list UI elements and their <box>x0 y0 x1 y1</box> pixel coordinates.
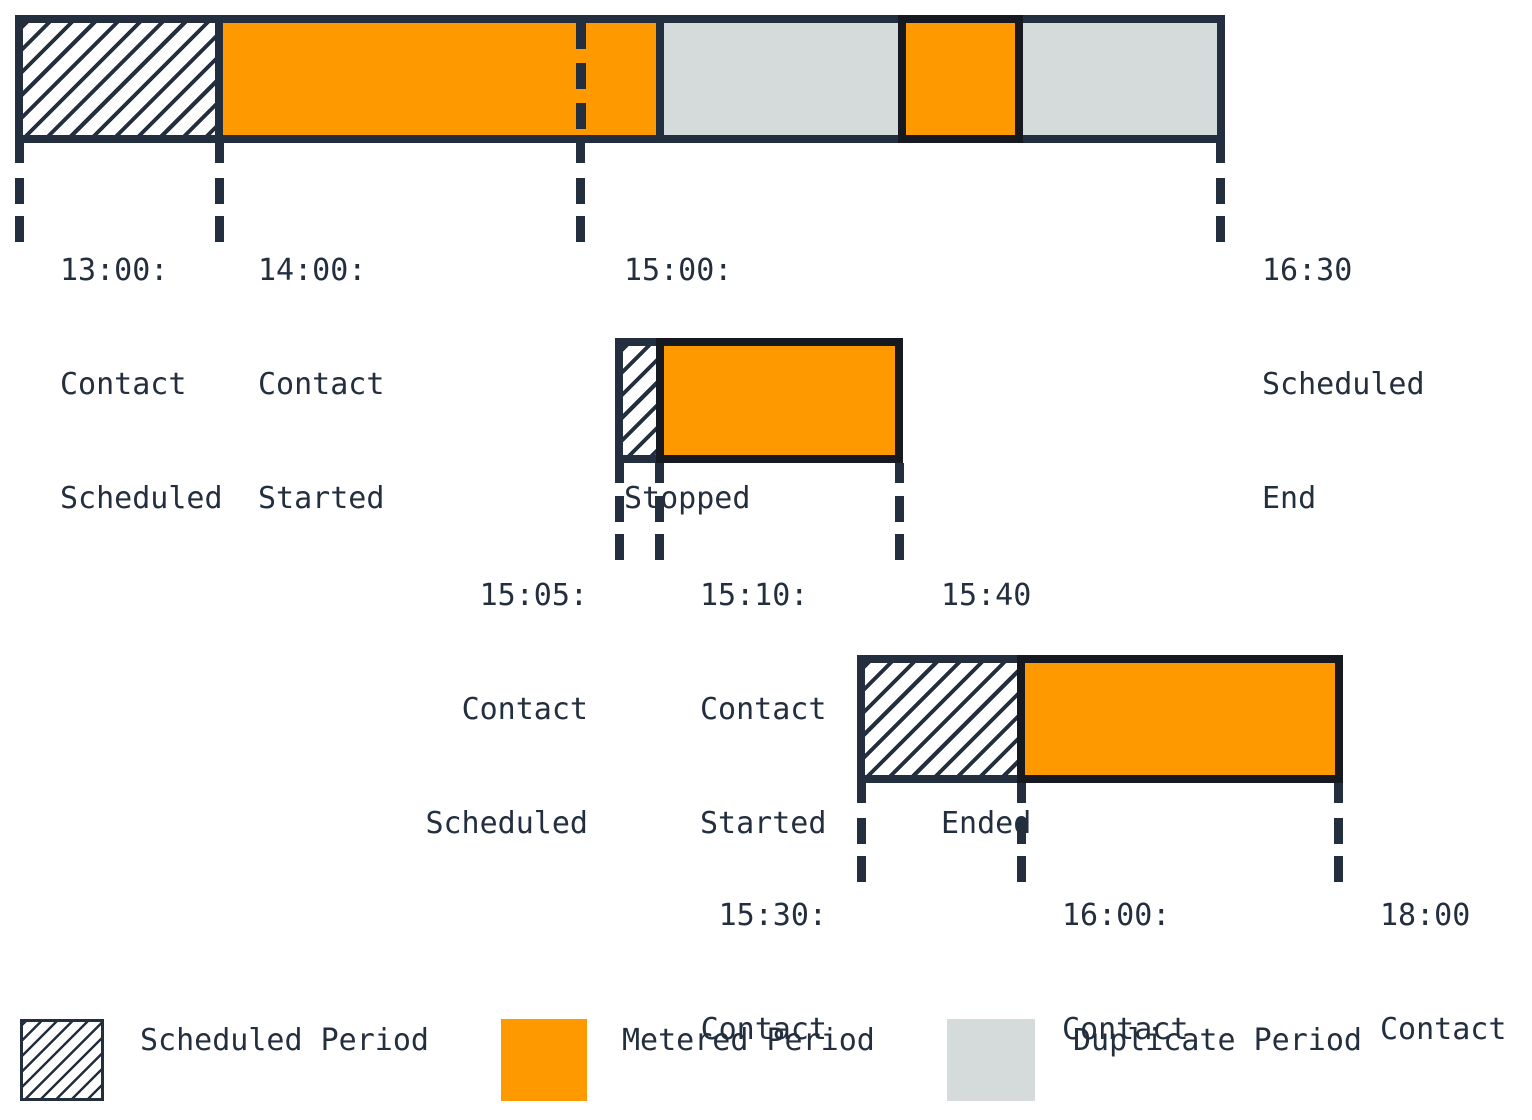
timeline1-tick-15-00 <box>576 143 585 163</box>
timeline3-tick-16-00 <box>1017 783 1026 803</box>
event-text: Started <box>700 806 827 841</box>
legend-scheduled-swatch <box>20 1019 104 1101</box>
event-time: 15:30: <box>718 898 827 933</box>
event-time: 15:10: <box>700 578 809 613</box>
timeline2-metered-box <box>656 338 903 463</box>
event-time: 15:40 <box>941 578 1032 613</box>
event-text: Contact <box>700 692 827 727</box>
timeline2-dashed-tick-15-40 <box>895 496 904 562</box>
timeline1-contact-stopped-dashed-line <box>576 23 586 135</box>
timeline2-dashed-tick-15-05 <box>615 496 624 562</box>
event-text: Ended <box>941 806 1032 841</box>
event-text: Contact <box>258 367 385 402</box>
timeline3-dashed-tick-16-00 <box>1017 818 1026 884</box>
legend-metered-label: Metered Period <box>622 1023 875 1058</box>
timeline1-divider-14-00 <box>215 23 223 135</box>
timeline2-tick-15-40 <box>895 463 904 483</box>
timeline2-label-contact-started: 15:10: Contact Started <box>700 501 826 919</box>
timeline1-tick-13-00 <box>15 143 24 163</box>
event-time: 16:00: <box>1062 898 1171 933</box>
timeline3-metered-box <box>1017 655 1343 783</box>
event-time: 18:00 <box>1380 898 1471 933</box>
timeline3-label-contact-scheduled: 15:30: Contact Scheduled <box>577 821 827 1120</box>
timeline1-tick-16-30 <box>1216 143 1225 163</box>
timeline1-label-scheduled-end: 16:30 Scheduled End <box>1262 176 1425 594</box>
timeline1-divider-metered-duplicate <box>656 23 664 135</box>
timeline2-label-contact-scheduled: 15:05: Contact Scheduled <box>338 501 588 919</box>
timeline3-tick-15-30 <box>857 783 866 803</box>
timeline3-dashed-tick-18-00 <box>1334 818 1343 884</box>
event-text: Contact <box>700 1012 827 1047</box>
timeline2-tick-15-10 <box>655 463 664 483</box>
event-time: 14:00: <box>258 253 367 288</box>
event-text: Scheduled <box>60 481 223 516</box>
event-text: Contact <box>461 692 588 727</box>
timeline1-scheduled-segment <box>23 23 215 135</box>
timeline1-metered-segment <box>223 23 656 135</box>
event-time: 16:30 <box>1262 253 1353 288</box>
legend-duplicate-swatch <box>947 1019 1035 1101</box>
legend-duplicate-label: Duplicate Period <box>1073 1023 1362 1058</box>
timeline2-dashed-tick-15-10 <box>655 496 664 562</box>
event-text: Started <box>258 481 385 516</box>
timeline1-bar <box>15 15 1225 143</box>
event-text: Stopped <box>624 481 751 516</box>
timeline3-tick-18-00 <box>1334 783 1343 803</box>
event-time: 15:05: <box>479 578 588 613</box>
legend-metered-swatch <box>501 1019 587 1101</box>
event-text: Contact <box>1380 1012 1507 1047</box>
event-time: 15:00: <box>624 253 733 288</box>
timeline1-label-contact-scheduled: 13:00: Contact Scheduled <box>60 176 223 594</box>
timeline1-dashed-tick-14-00 <box>215 178 224 244</box>
timeline1-dashed-tick-16-30 <box>1216 178 1225 244</box>
event-text: Contact <box>60 367 187 402</box>
timeline1-dashed-tick-13-00 <box>15 178 24 244</box>
event-text: Scheduled <box>425 806 588 841</box>
timeline1-metered-overlap-box <box>898 15 1023 143</box>
timeline3-label-contact-started: 16:00: Contact Started <box>1062 821 1188 1120</box>
timeline1-tick-14-00 <box>215 143 224 163</box>
timeline3-label-contact-ended: 18:00 Contact Ended <box>1380 821 1506 1120</box>
timeline1-dashed-tick-15-00 <box>576 178 585 244</box>
timeline3-scheduled-segment <box>857 655 1025 783</box>
legend-scheduled-label: Scheduled Period <box>140 1023 429 1058</box>
event-time: 13:00: <box>60 253 169 288</box>
event-text: End <box>1262 481 1317 516</box>
timeline1-label-contact-started: 14:00: Contact Started <box>258 176 384 594</box>
timeline3-dashed-tick-15-30 <box>857 818 866 884</box>
event-text: Scheduled <box>1262 367 1425 402</box>
timeline2-tick-15-05 <box>615 463 624 483</box>
event-text: Contact <box>1062 1012 1189 1047</box>
